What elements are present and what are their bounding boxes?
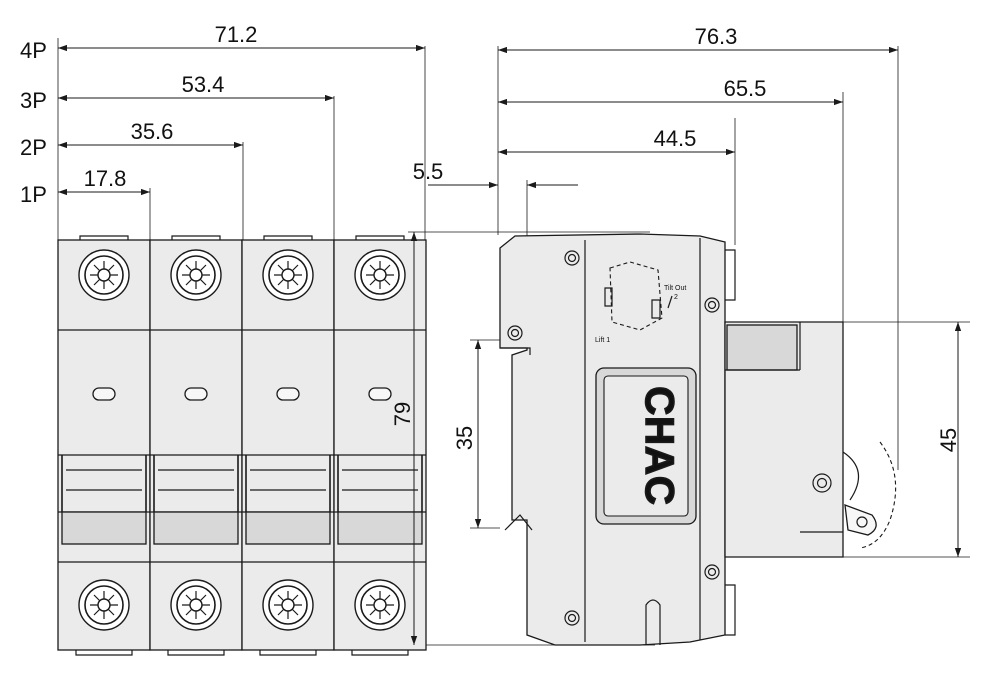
- tilt-out-pictogram: Tilt Out 2 Lift 1: [595, 261, 686, 344]
- terminal-screw: [170, 249, 222, 301]
- rivet: [704, 297, 720, 313]
- dim-value-2p: 35.6: [131, 119, 174, 144]
- dim-value-offset: 5.5: [413, 159, 444, 184]
- dim-value-3p: 53.4: [182, 72, 225, 97]
- front-view: 4P 3P 2P 1P 71.2 53.4 35.6 17.8 79: [20, 22, 655, 656]
- dim-value-4p: 71.2: [215, 22, 258, 47]
- lever-travel-arc: [859, 441, 897, 549]
- dim-value-65: 65.5: [724, 76, 767, 101]
- dim-value-face: 45: [936, 428, 961, 452]
- brand-text: CHAC: [637, 386, 681, 506]
- side-view: Tilt Out 2 Lift 1 CHAC 76.3 65.5 44.5 5.…: [413, 24, 970, 646]
- pole-module: [149, 235, 243, 656]
- lift-label: Lift 1: [595, 337, 610, 344]
- terminal-screw: [78, 249, 130, 301]
- pole-label-1p: 1P: [20, 182, 47, 207]
- tilt-out-label: Tilt Out: [664, 285, 686, 292]
- terminal-screw: [170, 579, 222, 631]
- dim-value-height: 79: [390, 402, 415, 426]
- terminal-screw: [354, 249, 406, 301]
- dim-value-44: 44.5: [654, 126, 697, 151]
- pole-label-3p: 3P: [20, 88, 47, 113]
- pole-label-2p: 2P: [20, 135, 47, 160]
- terminal-screw: [262, 249, 314, 301]
- tilt-number-label: 2: [674, 294, 678, 301]
- pole-label-4p: 4P: [20, 38, 47, 63]
- rivet: [812, 473, 832, 493]
- pole-module: [333, 235, 427, 656]
- terminal-screw: [262, 579, 314, 631]
- dim-value-overall-depth: 76.3: [695, 24, 738, 49]
- dim-value-rail: 35: [452, 426, 477, 450]
- dim-value-1p: 17.8: [84, 166, 127, 191]
- rivet: [564, 610, 580, 626]
- rivet: [507, 325, 523, 341]
- toggle-lever: [844, 504, 877, 536]
- terminal-screw: [354, 579, 406, 631]
- rivet: [704, 564, 720, 580]
- rivet: [564, 250, 580, 266]
- terminal-screw: [78, 579, 130, 631]
